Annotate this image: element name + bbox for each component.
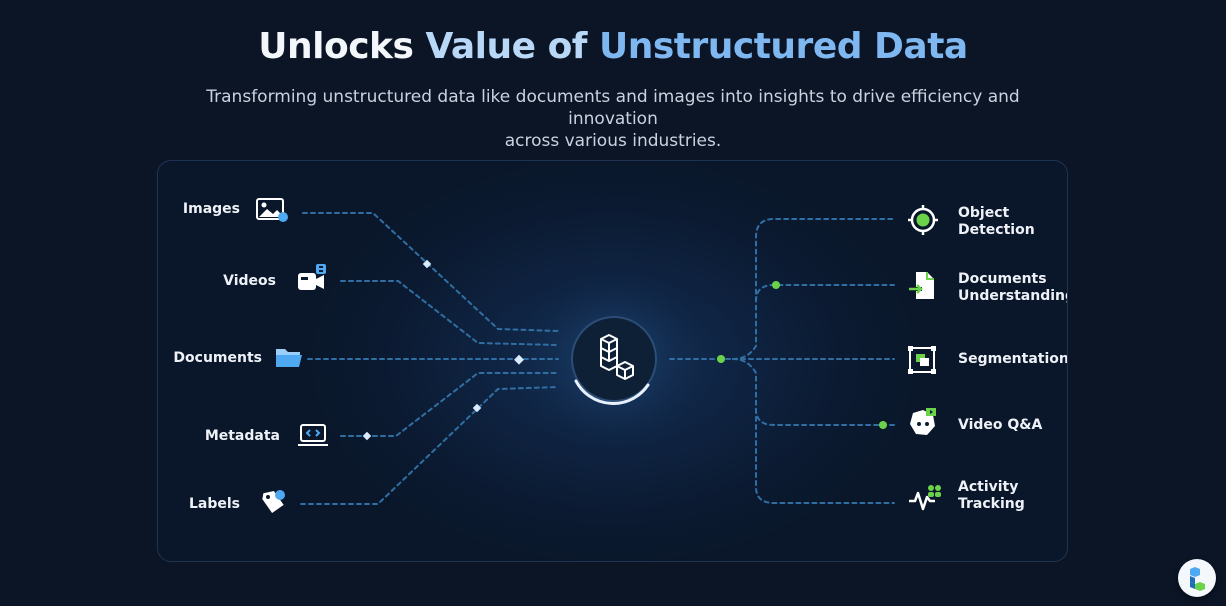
subtitle-line-1: Transforming unstructured data like docu… — [206, 87, 1020, 129]
marker-dot — [879, 421, 887, 429]
title-part-unlocks: Unlocks — [258, 26, 426, 67]
input-label-images: Images — [182, 201, 240, 217]
output-label-line: Video Q&A — [958, 417, 1043, 433]
image-icon — [256, 198, 288, 222]
marker-diamond — [422, 259, 432, 269]
subtitle-line-2: across various industries. — [504, 131, 722, 151]
input-label-documents: Documents — [173, 350, 262, 366]
marker-diamond — [472, 403, 482, 413]
marker-dot — [772, 281, 780, 289]
input-label-labels: Labels — [188, 496, 240, 512]
folder-icon — [276, 349, 302, 367]
laptop-code-icon — [298, 424, 328, 446]
marker-dot — [717, 355, 725, 363]
output-wires — [732, 218, 895, 504]
video-camera-icon — [298, 264, 326, 290]
connection-lines — [300, 212, 895, 505]
segmentation-icon — [908, 346, 936, 374]
output-label-video-qa: Video Q&A — [958, 417, 1042, 434]
activity-icon — [909, 485, 941, 511]
labelbox-logo-icon — [600, 334, 634, 380]
marker-diamond — [514, 354, 524, 365]
output-label-line: Object — [958, 205, 1010, 221]
wire-activity-tracking — [755, 408, 895, 504]
output-label-activity-tracking: Activity Tracking — [958, 479, 1025, 513]
output-label-line: Documents — [958, 271, 1047, 287]
page-subtitle: Transforming unstructured data like docu… — [170, 86, 1056, 152]
diagram-panel: Images Videos Documents Metadata Labels — [157, 160, 1068, 562]
wire-video-qa — [732, 358, 895, 426]
output-label-object-detection: Object Detection — [958, 205, 1035, 239]
center-arc — [574, 379, 650, 405]
wire-object-detection — [732, 218, 895, 360]
output-label-line: Activity — [958, 479, 1019, 495]
input-label-videos: Videos — [223, 273, 276, 289]
wire-labels — [300, 386, 559, 505]
tag-icon — [262, 490, 285, 514]
brand-badge-button[interactable] — [1178, 559, 1216, 597]
output-label-line: Segmentation — [958, 351, 1068, 367]
output-label-segmentation: Segmentation — [958, 351, 1068, 368]
title-part-value: Value of — [425, 26, 599, 67]
wire-images — [302, 212, 559, 332]
output-markers — [717, 281, 887, 429]
target-icon — [908, 205, 938, 235]
output-label-line: Detection — [958, 222, 1035, 238]
wire-videos — [340, 280, 559, 346]
output-label-line: Understanding — [958, 288, 1068, 304]
center-node — [571, 316, 657, 405]
document-import-icon — [909, 272, 934, 299]
labelbox-logo-icon — [1190, 567, 1205, 591]
video-qa-icon — [910, 408, 936, 435]
page-title: Unlocks Value of Unstructured Data — [0, 26, 1226, 67]
output-label-documents-understanding: Documents Understanding — [958, 271, 1068, 305]
marker-diamond — [362, 431, 372, 441]
input-label-metadata: Metadata — [204, 428, 280, 444]
title-part-unstructured: Unstructured Data — [599, 26, 968, 67]
output-label-line: Tracking — [958, 496, 1025, 512]
input-markers — [362, 259, 524, 441]
